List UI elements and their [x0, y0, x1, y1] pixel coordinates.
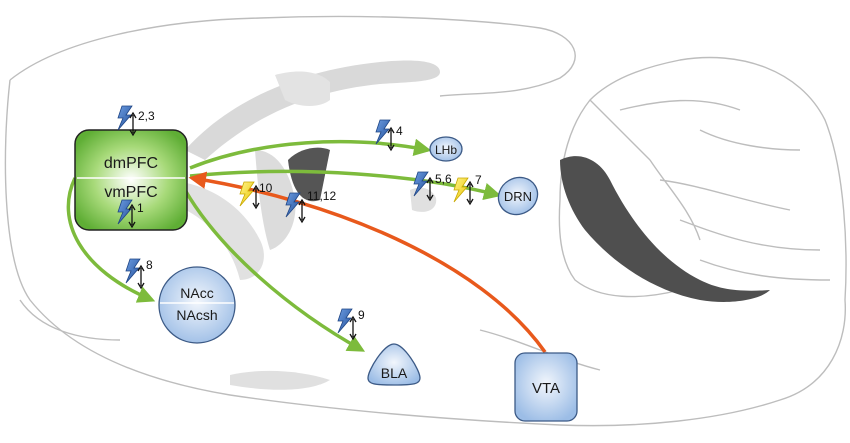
up-down-arrow-icon	[298, 199, 306, 223]
bla-label: BLA	[381, 365, 408, 381]
nacc-top-label: NAcc	[180, 285, 213, 301]
drn-label: DRN	[504, 189, 532, 204]
dark-tissue	[288, 147, 770, 302]
stim-label-8: 8	[146, 258, 153, 272]
lhb-label: LHb	[435, 143, 457, 157]
arrow-pfc-to-nacc	[66, 177, 156, 303]
up-down-arrow-icon	[137, 265, 145, 289]
stim-label-9: 9	[358, 308, 365, 322]
bla-region: BLA	[367, 343, 421, 386]
brain-outline	[4, 15, 847, 427]
stim-1: 1	[117, 199, 144, 228]
up-down-arrow-icon	[387, 127, 395, 151]
stim-label-2-3: 2,3	[138, 109, 155, 123]
lightning-bolt-icon	[453, 177, 469, 203]
pfc-bottom-label: vmPFC	[104, 184, 157, 201]
up-down-arrow-icon	[129, 112, 137, 136]
lightning-bolt-icon	[239, 181, 255, 207]
stim-label-5-6: 5,6	[435, 172, 452, 186]
pfc-top-label: dmPFC	[104, 155, 158, 172]
stim-label-7: 7	[475, 173, 482, 187]
stim-8: 8	[125, 258, 153, 289]
stim-label-11-12: 11,12	[307, 189, 336, 203]
arrow-pfc-to-drn	[189, 169, 502, 201]
stim-11-12: 11,12	[285, 189, 336, 223]
arrow-pfc-to-lhb	[189, 138, 432, 170]
up-down-arrow-icon	[426, 177, 434, 201]
lightning-bolt-icon	[125, 258, 141, 284]
vta-region: VTA	[514, 352, 578, 422]
lhb-region: LHb	[429, 136, 463, 162]
lightning-bolt-icon	[117, 105, 133, 131]
arrow-pfc-to-bla	[183, 189, 366, 352]
stim-label-1: 1	[137, 201, 144, 215]
stim-7: 7	[453, 173, 482, 205]
nacc-region: NAcc NAcsh	[158, 266, 236, 344]
stim-label-10: 10	[259, 181, 273, 195]
up-down-arrow-icon	[349, 316, 357, 340]
up-down-arrow-icon	[466, 181, 474, 205]
drn-region: DRN	[497, 176, 539, 216]
stim-label-4: 4	[396, 124, 403, 138]
stim-10: 10	[239, 181, 273, 209]
stim-5-6: 5,6	[413, 171, 452, 201]
vta-label: VTA	[532, 380, 560, 397]
stim-9: 9	[337, 308, 365, 340]
nacc-bottom-label: NAcsh	[176, 307, 217, 323]
pfc-region: dmPFC vmPFC	[74, 129, 188, 231]
stim-2-3: 2,3	[117, 105, 155, 136]
stim-4: 4	[375, 119, 403, 151]
